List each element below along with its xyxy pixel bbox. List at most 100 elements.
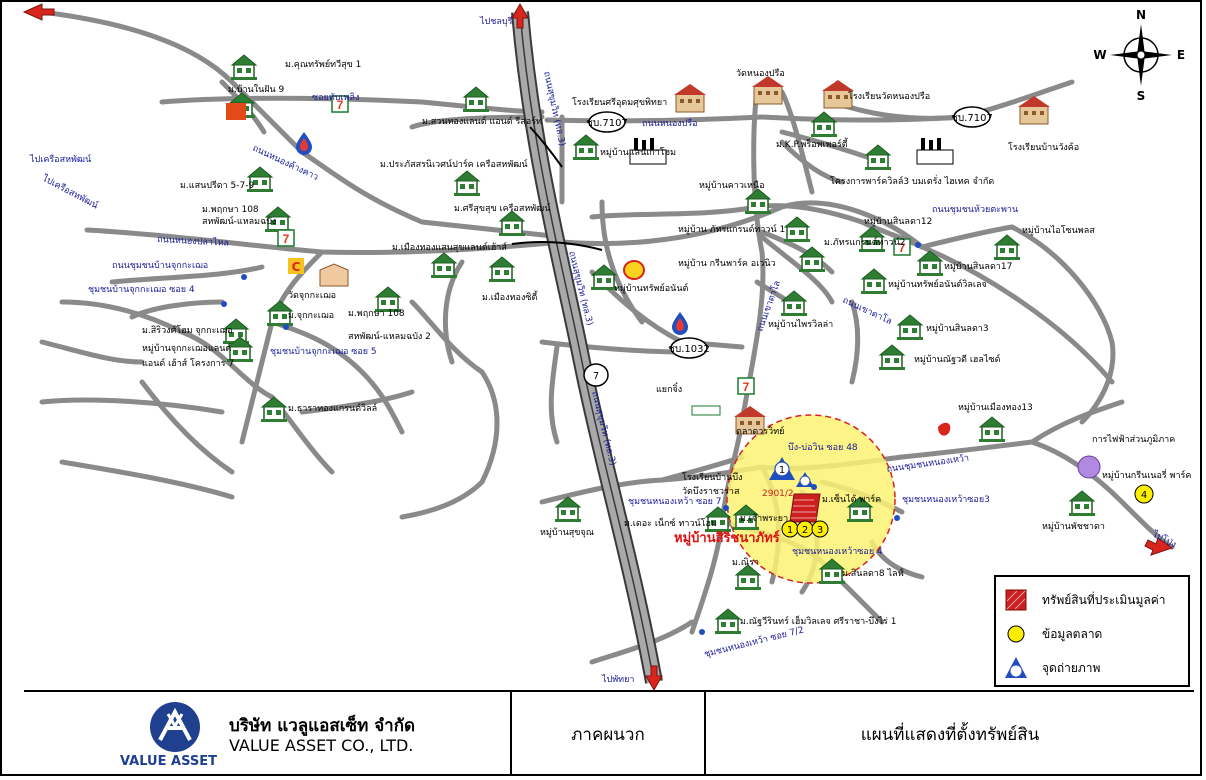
label-to-sahaphat-2: ไปเครือสหพัฒน์ xyxy=(40,172,101,212)
label-m-suk-chai: หมู่บ้านสุขจุณ xyxy=(540,527,594,538)
label-yaek-ming: แยกจิ๋ง xyxy=(656,382,682,395)
section-label: ภาคผนวก xyxy=(571,724,645,745)
label-m-phrueksa108-2: ม.พฤกษา 108 xyxy=(348,309,405,319)
market-point-4: 4 xyxy=(1134,484,1154,504)
label-school-sriudom: โรงเรียนศรีอุดมศุขพิทยา xyxy=(572,97,667,108)
label-school-ban-bung: โรงเรียนบ้านบึง xyxy=(682,472,742,483)
label-nong-pla-lai-road: ถนนหนองปลาไหล xyxy=(157,234,229,249)
compass-s: S xyxy=(1137,89,1146,103)
label-m-srisuk: ม.ศรีสุขสุข เครือสหพัฒน์ xyxy=(454,202,551,214)
market-point-3: 3 xyxy=(811,520,829,538)
label-m-sap-anan: หมู่บ้านทรัพย์อนันต์ xyxy=(614,282,688,294)
label-to-sahaphat-1: ไปเครือสหพัฒน์ xyxy=(29,153,91,165)
label-m-sinlada17: หมู่บ้านสินลดา17 xyxy=(944,261,1012,272)
label-to-pattaya: ไปพัทยา xyxy=(601,674,634,685)
label-m-sapchanthawi: หมู่บ้านทรัพย์อนันต์วิลเลจ xyxy=(888,278,987,290)
label-m-ocean: หมู่บ้านไอโซนพลส xyxy=(1022,225,1095,236)
map-title-cell: แผนที่แสดงที่ตั้งทรัพย์สิน xyxy=(704,692,1194,776)
label-m-phaiwila: หมู่บ้านไพรวิลล่า xyxy=(768,319,833,330)
label-to-chonburi: ไปชลบุรี xyxy=(479,16,513,27)
svg-text:1: 1 xyxy=(779,465,785,476)
label-soi-khap-thoei: ซอยทับเพลิง xyxy=(312,92,359,103)
label-m-saenpri: ม.แสนปรีดา 5-7-9 xyxy=(180,180,254,191)
svg-text:ชบ.7107: ชบ.7107 xyxy=(586,118,628,129)
svg-text:2: 2 xyxy=(802,525,808,536)
legend-photo-label: จุดถ่ายภาพ xyxy=(1042,660,1101,675)
photo-legend-icon xyxy=(1005,657,1027,678)
label-code-2901: 2901/2 xyxy=(762,489,794,499)
label-project-park3: โครงการพาร์ควิลล์3 xyxy=(830,175,909,187)
company-name-en: VALUE ASSET CO., LTD. xyxy=(229,736,414,755)
svg-text:3: 3 xyxy=(817,525,823,536)
soi-points xyxy=(221,242,921,635)
label-m-sinlada3: หมู่บ้านสินลดา3 xyxy=(926,323,989,334)
label-m-kp: ม.K.P.พร็อพเพอร์ตี้ xyxy=(776,137,849,150)
svg-text:ชบ.1032: ชบ.1032 xyxy=(668,344,710,355)
label-m-green-park: หมู่บ้าน กรีนพาร์ค อเวนิว xyxy=(678,257,776,269)
label-soi-juk5: ชุมชนบ้านจุกกะเฌอ ซอย 5 xyxy=(270,346,377,357)
label-school-wat-nong-pru: โรงเรียนวัดหนองปรือ xyxy=(848,91,930,102)
route-badge-7107-right: ชบ.7107 xyxy=(951,106,993,128)
label-soi-huai-tapan: ถนนชุมชนห้วยตะพาน xyxy=(932,204,1018,215)
company-name-th: บริษัท แวลูแอสเซ็ท จำกัด xyxy=(229,716,416,736)
label-m-suan-thong: ม.สวนทองแลนด์ แอนด์ รีสอร์ท xyxy=(422,115,542,127)
value-asset-logo-icon xyxy=(150,702,200,752)
label-nong-pru-road: ถนนหนองปรือ xyxy=(642,118,698,129)
label-m-mueang-thong: ม.เมืองทองแสนสุขแลนด์เฮ้าส์ xyxy=(392,241,507,253)
compass-n: N xyxy=(1136,8,1146,22)
highway-sukhumvit xyxy=(511,11,663,684)
compass-rose: N S E W xyxy=(1093,8,1185,103)
label-m-phatchara: หมู่บ้านพัชชาดา xyxy=(1042,521,1105,532)
section-cell: ภาคผนวก xyxy=(510,692,704,776)
label-sahaphat-chai: สหพัฒน์-แหลมฉบัง xyxy=(202,215,276,227)
label-m-kunsap: ม.คุณทรัพย์ทวีสุข 1 xyxy=(285,58,361,70)
label-soi-nong-hiao7: ชุมชนหนองเหว้า ซอย 7 xyxy=(628,496,722,507)
label-soi-juk4: ชุมชนบ้านจุกกะเฌอ ซอย 4 xyxy=(88,284,195,295)
label-wat-juk: วัดจุกกะเฌอ xyxy=(288,291,336,301)
legend-market: ข้อมูลตลาด xyxy=(1004,621,1102,647)
local-roads xyxy=(39,9,1175,665)
photo-point-1: 1 xyxy=(769,457,795,480)
label-m-prachaya: ม.ประภัสสรนิเวศน์ปาร์ค เครือสหพัฒน์ xyxy=(380,158,528,170)
label-m-sinlada12: หมู่บ้านสินลดา12 xyxy=(864,216,932,227)
label-m-thara-thong: ม.ธาราทองแกรนด์วิลล์ xyxy=(288,402,377,414)
label-factory: บมเตรั่ง ไฮเทค จำกัด xyxy=(912,174,994,187)
market-legend-icon xyxy=(1007,625,1025,643)
label-wat-bung: วัดบึงราชวราส xyxy=(682,486,740,497)
label-m-phrueksa108: ม.พฤกษา 108 xyxy=(202,205,259,215)
label-highway: ถนนสุขุมวิท (ทล.3) xyxy=(541,70,568,147)
market-point-2: 2 xyxy=(796,520,814,538)
legend-photo: จุดถ่ายภาพ xyxy=(1004,655,1100,681)
label-wat-nong-pru: วัดหนองปรือ xyxy=(736,68,785,79)
title-block: VALUE ASSET บริษัท แวลูแอสเซ็ท จำกัด VAL… xyxy=(24,690,1194,776)
logo-text: VALUE ASSET xyxy=(120,754,217,769)
location-map: 7 xyxy=(22,2,1191,690)
label-m-the-avenue: ม.เดอะ เน็กซ์ ทาวน์โฮม xyxy=(624,516,717,529)
legend-market-label: ข้อมูลตลาด xyxy=(1042,626,1103,641)
subject-property-marker xyxy=(789,493,821,523)
label-m-nai-khun-9: ม.บ้านในฝัน 9 xyxy=(228,84,285,95)
label-subject-village: หมู่บ้านสิริชนาภัทร์ xyxy=(674,530,780,546)
label-m-siriwan: ม.ณัฐวีรินทร์ เฮ็มวิลเลจ ศรีราชา-บึงไร่ … xyxy=(740,614,896,627)
svg-text:4: 4 xyxy=(1141,490,1147,501)
svg-text:ชบ.7107: ชบ.7107 xyxy=(951,113,993,124)
label-market: ตลาดวรวิทย์ xyxy=(736,425,784,437)
direction-arrows xyxy=(22,2,1174,690)
map-title: แผนที่แสดงที่ตั้งทรัพย์สิน xyxy=(860,724,1040,745)
village-icons xyxy=(222,54,1096,635)
map-legend: ทรัพย์สินที่ประเมินมูลค่า ข้อมูลตลาด จุด… xyxy=(994,575,1190,687)
label-m-siriwong: ม.สิริวงศ์โฮม จุกกะเฌอ xyxy=(142,324,233,336)
label-m-sena-park: ม.เซ็นไต้ พาร์ค xyxy=(822,492,881,505)
label-m-and-leo: แอนด์ เฮ้าส์ โครงการ 7 xyxy=(142,357,234,369)
label-m-khao-nuea: หมู่บ้านคาวเหนือ xyxy=(699,180,764,191)
legend-subject-label: ทรัพย์สินที่ประเมินมูลค่า xyxy=(1042,592,1166,607)
label-m-sinlada8: ม.สินลดา8 ไลฟ์ xyxy=(842,567,904,579)
route-badge-7107-left: ชบ.7107 xyxy=(586,111,628,133)
legend-subject: ทรัพย์สินที่ประเมินมูลค่า xyxy=(1004,587,1166,613)
label-m-chaophraya: ม.เจ้าพระยา xyxy=(740,513,788,524)
label-m-juk: ม.จุกกะเฌอ xyxy=(288,311,334,321)
label-m-saen-kaew: หมู่บ้านแสนเก้าโฮม xyxy=(600,147,676,158)
label-m-chaiyarat: หมู่บ้านณัฐวดี เฮลไซด์ xyxy=(914,353,1001,365)
compass-e: E xyxy=(1177,48,1185,62)
